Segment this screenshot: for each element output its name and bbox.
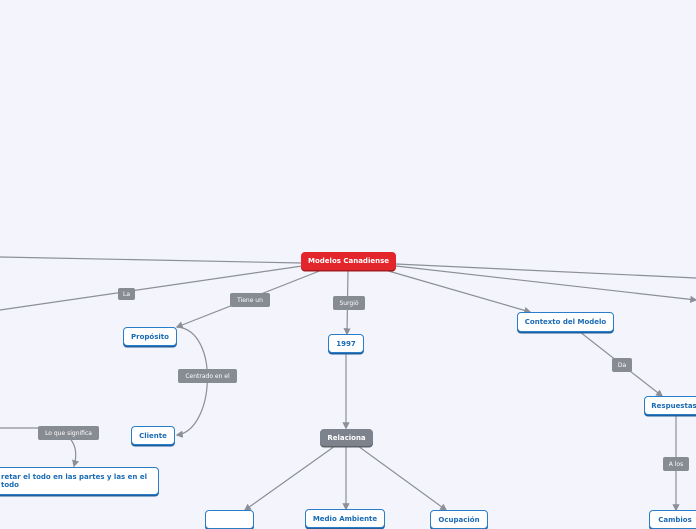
- label-tiene-un: Tiene un: [230, 293, 270, 307]
- node-respuestas[interactable]: Respuestas: [644, 396, 696, 415]
- edge-relaciona-ocupacion: [357, 445, 448, 511]
- edge-root-far-right: [395, 263, 696, 279]
- label-a-los: A los: [663, 457, 689, 471]
- edge-root-la: [0, 265, 303, 311]
- label-la: La: [118, 288, 135, 300]
- node-contexto-del-modelo[interactable]: Contexto del Modelo: [517, 312, 614, 332]
- label-centrado-en-el: Centrado en el: [178, 369, 237, 383]
- node-modelos-canadiense[interactable]: Modelos Canadiense: [301, 252, 396, 270]
- node-cliente[interactable]: Cliente: [131, 426, 175, 445]
- node-proposito[interactable]: Propósito: [123, 327, 177, 346]
- edge-root-contexto: [384, 269, 532, 314]
- node-relaciona[interactable]: Relaciona: [320, 429, 373, 446]
- node-medio-ambiente[interactable]: Medio Ambiente: [305, 509, 385, 528]
- edge-relaciona-left: [243, 445, 336, 511]
- node-1997[interactable]: 1997: [328, 334, 364, 353]
- label-da: Da: [612, 358, 632, 372]
- edge-root-far-left: [0, 256, 302, 264]
- label-lo-que-significa: Lo que significa: [38, 426, 99, 440]
- node-interpretar[interactable]: retar el todo en las partes y las en el …: [0, 467, 159, 495]
- edge-root-right-arrow: [395, 265, 696, 303]
- label-surgio: Surgió: [333, 296, 365, 310]
